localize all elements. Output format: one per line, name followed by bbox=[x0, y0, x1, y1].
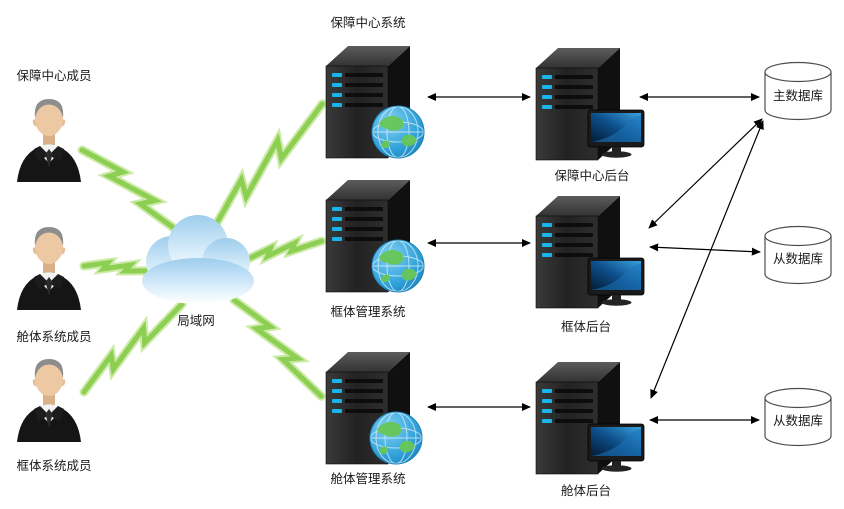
globe-icon bbox=[369, 411, 423, 465]
security-center-system-server: 保障中心系统 bbox=[325, 15, 425, 159]
lightning-link-member2-lan bbox=[84, 261, 154, 273]
lightning-link-lan-system3 bbox=[231, 294, 328, 399]
frame-management-system-label: 框体管理系统 bbox=[330, 304, 405, 319]
member-cabin-system: 舱体系统成员 bbox=[16, 227, 92, 344]
lan-label: 局域网 bbox=[177, 313, 215, 328]
connector-backend2-slavedb1 bbox=[649, 243, 761, 256]
person-icon bbox=[17, 359, 81, 442]
globe-icon bbox=[371, 239, 425, 293]
slave-database-1: 从数据库 bbox=[764, 225, 832, 285]
cabin-backend-server: 舱体后台 bbox=[535, 361, 645, 498]
cabin-management-system-label: 舱体管理系统 bbox=[330, 471, 405, 486]
lightning-link-member3-lan bbox=[78, 297, 185, 395]
member-frame-system: 框体系统成员 bbox=[16, 359, 92, 473]
member-frame-system-label: 框体系统成员 bbox=[16, 458, 91, 473]
security-center-backend-label: 保障中心后台 bbox=[554, 168, 629, 183]
globe-icon bbox=[371, 105, 425, 159]
master-database: 主数据库 bbox=[764, 61, 832, 121]
cabin-backend-label: 舱体后台 bbox=[561, 483, 611, 498]
person-icon bbox=[17, 99, 81, 182]
lightning-link-lan-system1 bbox=[204, 96, 326, 233]
arrow-connectors bbox=[427, 92, 764, 425]
slave-database-2: 从数据库 bbox=[764, 387, 832, 447]
lightning-link-member1-lan bbox=[79, 143, 190, 239]
lightning-link-lan-system2 bbox=[245, 236, 323, 262]
slave-database-2-label: 从数据库 bbox=[773, 413, 823, 428]
security-center-backend-server: 保障中心后台 bbox=[535, 47, 645, 183]
security-center-system-label: 保障中心系统 bbox=[330, 15, 405, 30]
person-icon bbox=[17, 227, 81, 310]
member-cabin-system-label: 舱体系统成员 bbox=[16, 329, 91, 344]
connector-masterdb-backend3 bbox=[650, 120, 764, 399]
frame-management-system-server: 框体管理系统 bbox=[325, 179, 425, 319]
cloud-icon bbox=[142, 215, 254, 304]
connector-masterdb-backend2 bbox=[648, 118, 763, 229]
member-security-center-label: 保障中心成员 bbox=[16, 68, 91, 83]
lan-cloud-node: 局域网 bbox=[142, 215, 254, 328]
cabin-management-system-server: 舱体管理系统 bbox=[325, 351, 423, 486]
frame-backend-label: 框体后台 bbox=[561, 319, 611, 334]
slave-database-1-label: 从数据库 bbox=[773, 251, 823, 266]
member-security-center: 保障中心成员 bbox=[16, 68, 92, 182]
frame-backend-server: 框体后台 bbox=[535, 195, 645, 334]
master-database-label: 主数据库 bbox=[773, 88, 823, 103]
